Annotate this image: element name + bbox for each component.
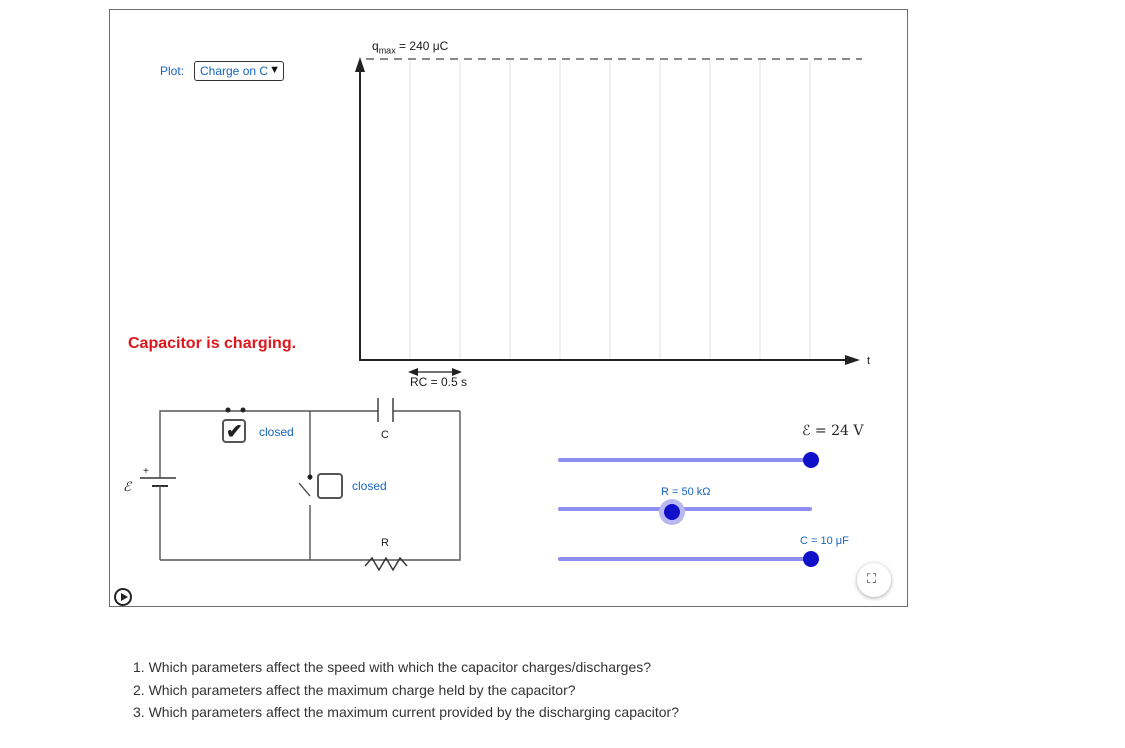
switch2-checkbox[interactable]: [317, 473, 343, 499]
switch2-blade: [298, 482, 311, 497]
resistor-zigzag: [364, 556, 408, 572]
status-message: Capacitor is charging.: [128, 335, 297, 352]
capacitor-label: C: [381, 429, 389, 441]
capacitance-slider-label: C = 10 μF: [800, 535, 849, 547]
t-axis-label: t: [867, 355, 871, 367]
plot-select-value: Charge on C: [200, 64, 269, 78]
question-item: 3. Which parameters affect the maximum c…: [133, 704, 679, 720]
switch2-label: closed: [352, 479, 387, 493]
circuit-diagram: [140, 398, 461, 572]
emf-symbol: ℰ: [123, 480, 131, 495]
x-axis-arrow: [845, 355, 860, 365]
capacitance-slider-track[interactable]: [558, 557, 812, 561]
resistance-slider-label: R = 50 kΩ: [661, 486, 711, 498]
question-list: 1. Which parameters affect the speed wit…: [133, 656, 679, 724]
emf-slider-track[interactable]: [558, 458, 812, 462]
rc-label: RC = 0.5 s: [410, 375, 468, 389]
emf-slider-label: ℰ = 24 V: [802, 423, 864, 439]
graph-grid: [409, 60, 811, 360]
plot-select-dropdown[interactable]: Charge on C ▼: [194, 61, 284, 81]
qmax-label: qmax = 240 μC: [372, 39, 449, 56]
fullscreen-icon[interactable]: ⛶: [857, 563, 891, 597]
switch1-contact-right: [240, 407, 246, 413]
simulation-applet: Plot: Charge on C ▼: [109, 9, 908, 607]
rc-double-arrow: [408, 368, 462, 376]
wire-top-left: [159, 410, 310, 468]
battery-plus-sign: +: [143, 466, 149, 477]
chevron-down-icon: ▼: [269, 64, 280, 76]
emf-slider-thumb[interactable]: [803, 452, 819, 468]
charge-graph: [140, 57, 862, 572]
resistor-label: R: [381, 537, 389, 549]
switch1-label: closed: [259, 425, 294, 439]
question-item: 1. Which parameters affect the speed wit…: [133, 659, 652, 675]
capacitance-slider-thumb[interactable]: [803, 551, 819, 567]
y-axis-arrow: [355, 57, 365, 72]
checkmark-icon: ✔: [226, 421, 243, 443]
resistance-slider-track[interactable]: [558, 507, 812, 511]
question-item: 2. Which parameters affect the maximum c…: [133, 681, 576, 698]
switch2-contact: [307, 474, 313, 480]
wire-right: [310, 411, 461, 561]
switch1-contact-left: [225, 407, 231, 413]
plot-label: Plot:: [160, 64, 185, 78]
play-icon[interactable]: [114, 588, 132, 606]
switch1-checkbox[interactable]: ✔: [222, 419, 246, 443]
resistance-slider-thumb[interactable]: [659, 499, 686, 525]
